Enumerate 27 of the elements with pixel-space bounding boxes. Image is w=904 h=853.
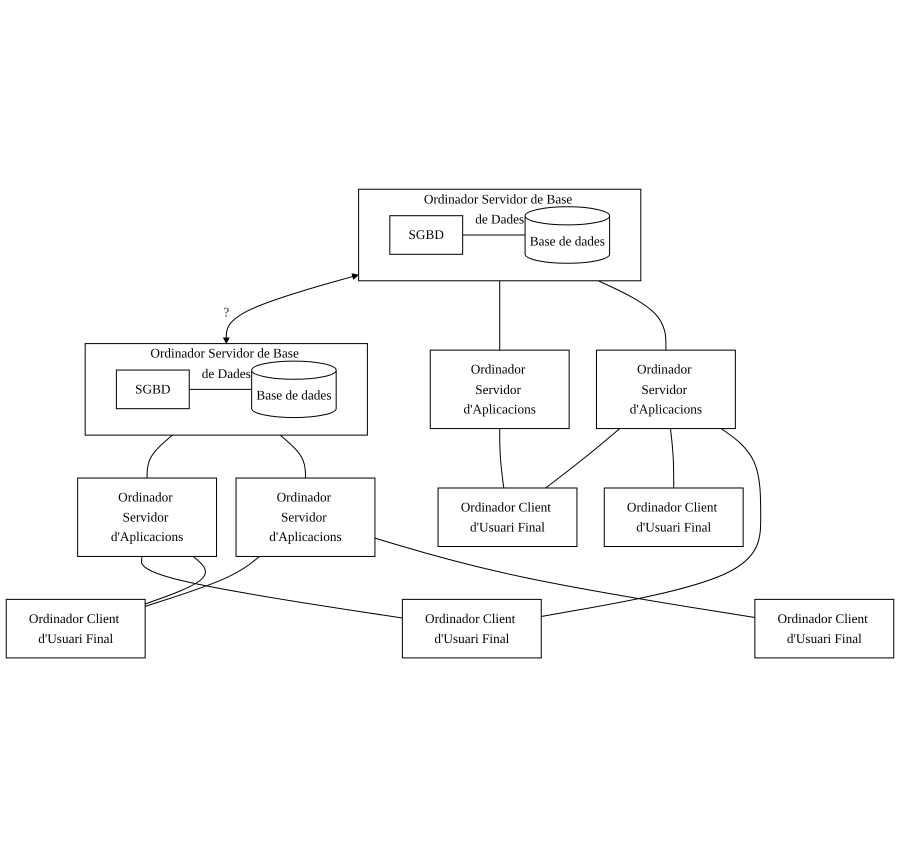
connector — [541, 428, 762, 618]
connector — [598, 280, 666, 351]
edge-label: ? — [223, 305, 230, 320]
node-box: SGBD — [389, 216, 464, 256]
connector — [141, 556, 402, 619]
node-box: Ordinador Client d'Usuari Final — [6, 599, 146, 659]
connector — [146, 435, 173, 478]
connector — [144, 556, 260, 608]
connector — [280, 435, 306, 478]
connector — [545, 428, 620, 489]
node-box: Ordinador Servidor d'Aplicacions — [596, 350, 736, 430]
connector — [462, 234, 526, 236]
connector — [189, 389, 252, 390]
node-box: Ordinador Client d'Usuari Final — [402, 599, 542, 659]
node-box: Ordinador Servidor d'Aplicacions — [236, 478, 376, 558]
node-box: Ordinador Client d'Usuari Final — [754, 599, 894, 659]
node-box: Ordinador Servidor d'Aplicacions — [77, 478, 218, 558]
arrow — [222, 274, 359, 344]
node-box: Ordinador Servidor d'Aplicacions — [430, 350, 570, 430]
connector — [670, 428, 674, 488]
node-box: Ordinador Client d'Usuari Final — [438, 488, 578, 548]
node-box: SGBD — [116, 370, 190, 410]
node-box: Ordinador Client d'Usuari Final — [604, 488, 744, 548]
connector — [144, 556, 206, 605]
connector — [499, 281, 500, 351]
connector — [499, 429, 504, 488]
connector — [374, 538, 755, 618]
